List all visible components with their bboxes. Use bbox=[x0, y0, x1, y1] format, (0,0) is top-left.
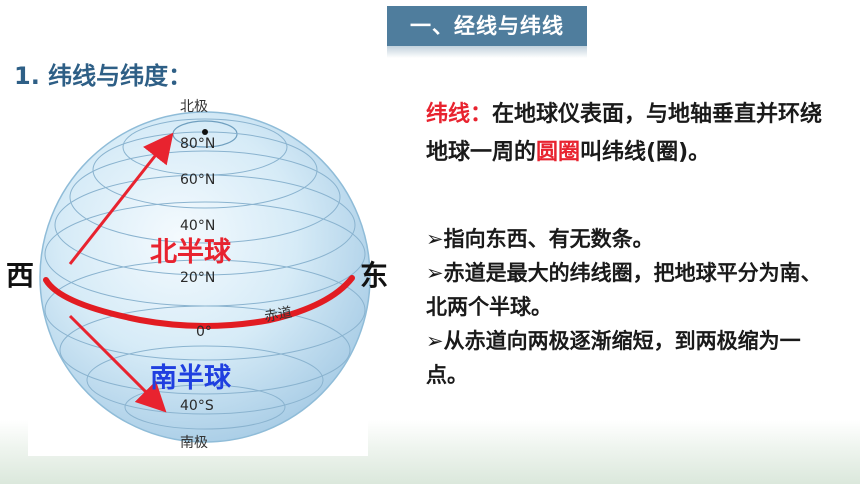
latitude-label-80n: 80°N bbox=[180, 136, 216, 152]
globe-sphere bbox=[39, 111, 371, 443]
lat-ring-50n bbox=[69, 150, 341, 244]
latitude-label-40n: 40°N bbox=[180, 218, 216, 234]
east-label: 东 bbox=[360, 259, 389, 292]
latitude-definition: 纬线：在地球仪表面，与地轴垂直并环绕地球一周的圆圈叫纬线(圈)。 bbox=[426, 96, 836, 172]
arrow-to-south bbox=[68, 314, 167, 413]
northern-hemisphere-label: 北半球 bbox=[150, 237, 231, 268]
lat-ring-60s bbox=[124, 384, 286, 430]
north-pole-dot bbox=[202, 129, 208, 135]
lat-ring-40s bbox=[86, 345, 324, 415]
arrow-to-north-pole bbox=[68, 132, 174, 265]
lat-ring-30s bbox=[59, 305, 351, 395]
section-title: 1. 纬线与纬度： bbox=[14, 62, 193, 90]
globe-svg bbox=[28, 100, 371, 456]
latitude-label-60n: 60°N bbox=[180, 172, 216, 188]
southern-hemisphere-label: 南半球 bbox=[150, 363, 231, 394]
globe-diagram: 北极 南极 80°N 60°N 40°N 20°N 0° 40°S 赤道 北半球… bbox=[0, 92, 420, 462]
definition-term: 纬线： bbox=[426, 102, 493, 127]
equator-line bbox=[43, 275, 355, 329]
lat-ring-20s bbox=[44, 259, 366, 361]
header-tab-reflection bbox=[387, 46, 587, 58]
latitude-label-20n: 20°N bbox=[180, 270, 216, 286]
north-pole-label: 北极 bbox=[180, 99, 208, 115]
west-label: 西 bbox=[6, 259, 35, 292]
section-header-tab: 一、经线与纬线 bbox=[387, 6, 587, 46]
feature-item: ➢赤道是最大的纬线圈，把地球平分为南、北两个半球。 bbox=[426, 261, 822, 319]
feature-item: ➢指向东西、有无数条。 bbox=[426, 227, 654, 251]
latitude-features-list: ➢指向东西、有无数条。 ➢赤道是最大的纬线圈，把地球平分为南、北两个半球。 ➢从… bbox=[426, 222, 836, 392]
south-pole-label: 南极 bbox=[180, 435, 208, 451]
definition-text-end: 叫纬线(圈)。 bbox=[580, 140, 711, 165]
feature-item: ➢从赤道向两极逐渐缩短，到两极缩为一点。 bbox=[426, 329, 801, 387]
definition-text: 在地球仪表面，与地轴垂直并环绕地球一周的 bbox=[426, 102, 823, 165]
latitude-label-0: 0° bbox=[196, 324, 212, 340]
lat-ring-40n bbox=[54, 174, 356, 276]
definition-highlight: 圆圈 bbox=[536, 140, 581, 165]
latitude-label-40s: 40°S bbox=[180, 398, 214, 414]
